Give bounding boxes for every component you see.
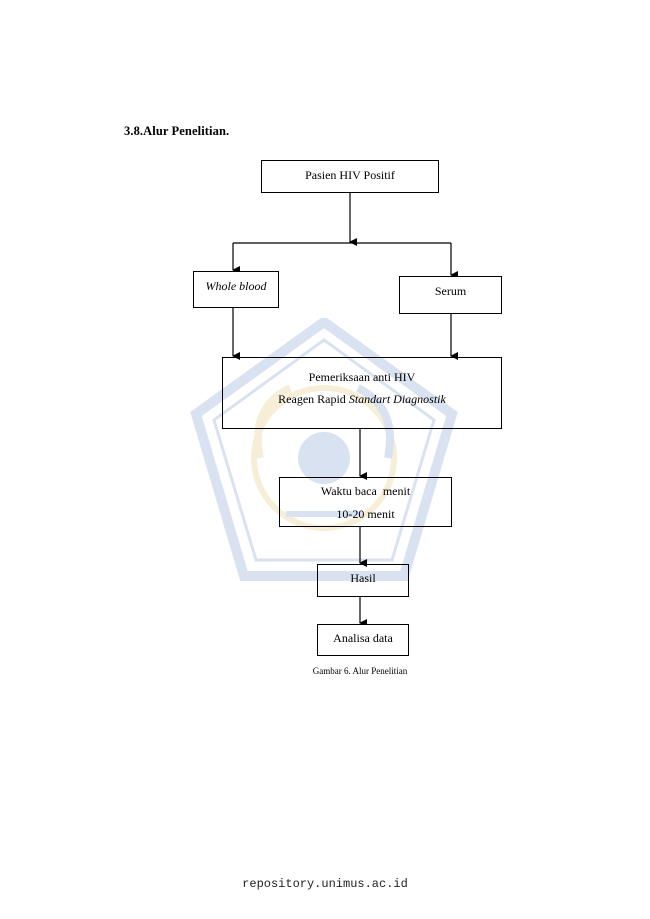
flow-box-result-label: Hasil	[350, 571, 376, 585]
flow-box-whole-blood: Whole blood	[193, 271, 279, 308]
flow-box-test-line2-prefix: Reagen Rapid	[278, 392, 349, 407]
flow-box-test-line1: Pemeriksaan anti HIV	[308, 370, 416, 384]
flow-box-start-label: Pasien HIV Positif	[305, 168, 395, 182]
flow-box-analysis-label: Analisa data	[333, 631, 393, 645]
section-heading: 3.8.Alur Penelitian.	[124, 124, 230, 138]
university-seal-watermark	[190, 318, 458, 581]
flow-box-whole-blood-label: Whole blood	[205, 279, 267, 293]
flow-box-test-line2: Reagen Rapid Standart Diagnostik	[223, 392, 501, 406]
flow-box-test: Pemeriksaan anti HIV Reagen Rapid Standa…	[222, 357, 502, 429]
figure-caption: Gambar 6. Alur Penelitian	[312, 666, 408, 676]
flow-box-serum-label: Serum	[434, 284, 467, 298]
flow-box-read-time-line2: 10-20 menit	[336, 507, 395, 522]
flow-box-read-time: Waktu baca menit 10-20 menit	[279, 477, 452, 527]
flow-box-start: Pasien HIV Positif	[261, 160, 439, 193]
flow-box-read-time-line1: Waktu baca menit	[320, 484, 411, 498]
flow-box-test-line2-italic: Standart Diagnostik	[348, 392, 446, 407]
flow-box-result: Hasil	[317, 564, 409, 597]
repository-footer: repository.unimus.ac.id	[242, 877, 408, 891]
flow-box-analysis: Analisa data	[317, 624, 409, 656]
flow-box-serum: Serum	[399, 276, 502, 314]
